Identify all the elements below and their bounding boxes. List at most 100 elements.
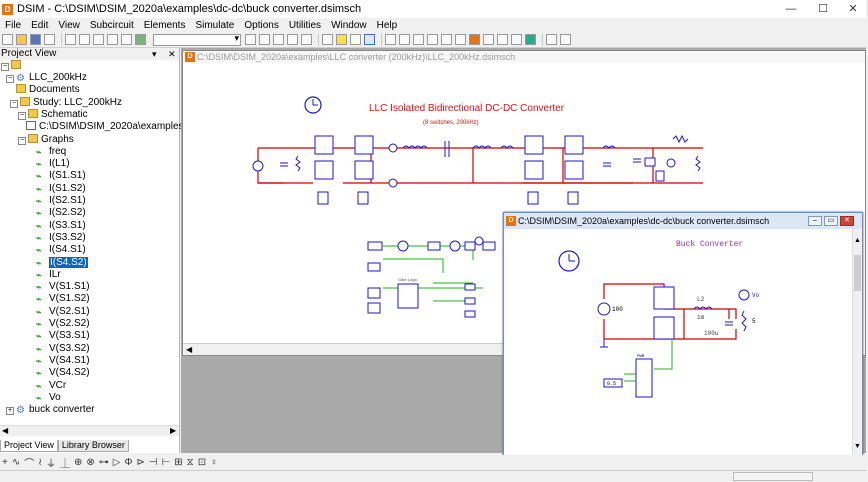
inductor-element-icon[interactable]: ⌒ — [24, 458, 35, 470]
rotate-icon[interactable] — [273, 34, 284, 45]
tree-root-folder[interactable]: − — [1, 60, 24, 72]
align-icon[interactable] — [301, 34, 312, 45]
collapse-icon[interactable]: − — [10, 99, 18, 108]
buck-schematic-window[interactable]: D C:\DSIM\DSIM_2020a\examples\dc-dc\buck… — [503, 212, 863, 456]
tree-item[interactable]: ⌁V(S1.S2) — [36, 293, 90, 305]
zoom-combo[interactable] — [153, 33, 241, 46]
tree-item[interactable]: ⌁I(S1.S1) — [36, 170, 86, 182]
open-folder-icon[interactable] — [16, 34, 27, 45]
menu-view[interactable]: View — [58, 19, 80, 31]
igbt-icon[interactable]: ⊢ — [161, 456, 171, 468]
llc-schematic-canvas[interactable]: LLC Isolated Bidirectional DC-DC Convert… — [183, 63, 865, 343]
label-icon[interactable] — [336, 34, 347, 45]
menu-window[interactable]: Window — [331, 19, 367, 31]
minimize-button[interactable]: — — [785, 3, 797, 15]
sine-source-icon[interactable]: ∿ — [11, 456, 21, 468]
tab-project-view[interactable]: Project View — [0, 440, 58, 452]
pause-icon[interactable] — [511, 34, 522, 45]
tree-item[interactable]: ⌁V(S2.S2) — [36, 318, 90, 330]
ammeter-icon[interactable]: ⊗ — [86, 456, 95, 468]
close-panel-icon[interactable]: ✕ — [168, 49, 176, 59]
tree-item[interactable]: ⌁V(S1.S1) — [36, 281, 90, 293]
tree-item[interactable]: ⌁ILr — [36, 269, 61, 281]
tree-item[interactable]: ⌁I(S3.S1) — [36, 220, 86, 232]
dsim-run-icon[interactable] — [469, 34, 480, 45]
zoom-in-icon[interactable] — [385, 34, 396, 45]
switch-element-icon[interactable]: ⊶ — [98, 456, 109, 468]
scroll-thumb[interactable] — [854, 255, 861, 291]
buck-vertical-scrollbar[interactable]: ▲ ▼ — [852, 229, 862, 455]
buck-window-titlebar[interactable]: D C:\DSIM\DSIM_2020a\examples\dc-dc\buck… — [504, 213, 862, 229]
tree-item[interactable]: −Schematic — [18, 108, 88, 121]
close-button[interactable]: ✕ — [848, 3, 858, 15]
tree-item[interactable]: ⌁VCr — [36, 380, 66, 392]
play-icon[interactable] — [497, 34, 508, 45]
transformer-icon[interactable]: ⧖ — [186, 456, 194, 468]
diode-element-icon[interactable]: ▷ — [112, 456, 121, 468]
collapse-icon[interactable]: − — [18, 136, 26, 145]
maximize-button[interactable]: ☐ — [818, 3, 828, 15]
pin-dropdown-icon[interactable]: ▾ — [152, 49, 157, 59]
tree-item[interactable]: −⚙LLC_200kHz — [6, 72, 87, 84]
tree-item[interactable]: ⌁I(L1) — [36, 158, 70, 170]
scroll-left-icon[interactable]: ◀ — [2, 426, 9, 435]
llc-horizontal-scrollbar[interactable]: ◀ — [183, 343, 503, 355]
tree-item[interactable]: ⌁V(S3.S1) — [36, 330, 90, 342]
cut-icon[interactable] — [65, 34, 76, 45]
expand-icon[interactable]: + — [6, 407, 14, 416]
print-icon[interactable] — [44, 34, 55, 45]
paste-icon[interactable] — [93, 34, 104, 45]
collapse-icon[interactable]: − — [1, 63, 9, 71]
delete-icon[interactable] — [259, 34, 270, 45]
copy-icon[interactable] — [79, 34, 90, 45]
text-tool-icon[interactable] — [546, 34, 557, 45]
zoom-fit-icon[interactable] — [413, 34, 424, 45]
capacitor-element-icon[interactable]: ⏚ — [45, 458, 56, 470]
tree-horizontal-scrollbar[interactable]: ◀ ▶ — [0, 425, 179, 436]
probe-element-icon[interactable]: ♀ — [210, 456, 218, 468]
settings-gear-icon[interactable] — [441, 34, 452, 45]
redo-icon[interactable] — [121, 34, 132, 45]
tree-item[interactable]: ⌁V(S4.S2) — [36, 367, 90, 379]
scroll-up-icon[interactable]: ▲ — [854, 237, 861, 244]
grid-icon[interactable] — [560, 34, 571, 45]
buck-restore-button[interactable]: ▭ — [824, 216, 838, 226]
tree-item[interactable]: +⚙buck converter — [6, 404, 95, 416]
collapse-icon[interactable]: − — [18, 111, 26, 120]
scroll-left-icon[interactable]: ◀ — [186, 345, 193, 354]
scope-icon[interactable] — [525, 34, 536, 45]
tree-item[interactable]: ⌁V(S2.S1) — [36, 306, 90, 318]
llc-window-titlebar[interactable]: D C:\DSIM\DSIM_2020a\examples\LLC conver… — [183, 51, 865, 63]
scroll-right-icon[interactable]: ▶ — [170, 426, 177, 435]
voltmeter-icon[interactable]: ⊕ — [73, 456, 83, 468]
stop-icon[interactable] — [483, 34, 494, 45]
tree-item[interactable]: ⌁I(S2.S2) — [36, 207, 86, 219]
buck-schematic-canvas[interactable]: Buck Converter 100 — [504, 229, 852, 456]
menu-simulate[interactable]: Simulate — [195, 19, 235, 31]
tree-item[interactable]: ⌁I(S4.S1) — [36, 244, 86, 256]
wire-icon[interactable] — [322, 34, 333, 45]
tree-item[interactable]: −Study: LLC_200kHz — [10, 96, 122, 109]
block-icon[interactable]: ⊡ — [197, 456, 207, 468]
probe-icon[interactable] — [455, 34, 466, 45]
save-icon[interactable] — [30, 34, 41, 45]
select-pointer-icon[interactable] — [364, 34, 375, 45]
check-icon[interactable] — [245, 34, 256, 45]
tree-item[interactable]: ⌁I(S3.S2) — [36, 232, 86, 244]
tree-item[interactable]: ⌁I(S2.S1) — [36, 195, 86, 207]
plus-element-icon[interactable]: + — [2, 456, 8, 468]
tree-item[interactable]: Documents — [16, 84, 80, 96]
calculator-icon[interactable] — [135, 34, 146, 45]
tree-item[interactable]: ⌁freq — [36, 146, 66, 158]
undo-icon[interactable] — [107, 34, 118, 45]
buck-close-button[interactable]: ✕ — [840, 216, 854, 226]
menu-help[interactable]: Help — [376, 19, 398, 31]
zoom-out-icon[interactable] — [399, 34, 410, 45]
tab-library-browser[interactable]: Library Browser — [57, 440, 129, 452]
bridge-icon[interactable]: ⊞ — [174, 456, 183, 468]
tree-item[interactable]: −Graphs — [18, 133, 74, 146]
pan-hand-icon[interactable] — [350, 34, 361, 45]
tree-item[interactable]: ⌁Vo — [36, 392, 61, 404]
menu-options[interactable]: Options — [244, 19, 279, 31]
mirror-icon[interactable] — [287, 34, 298, 45]
